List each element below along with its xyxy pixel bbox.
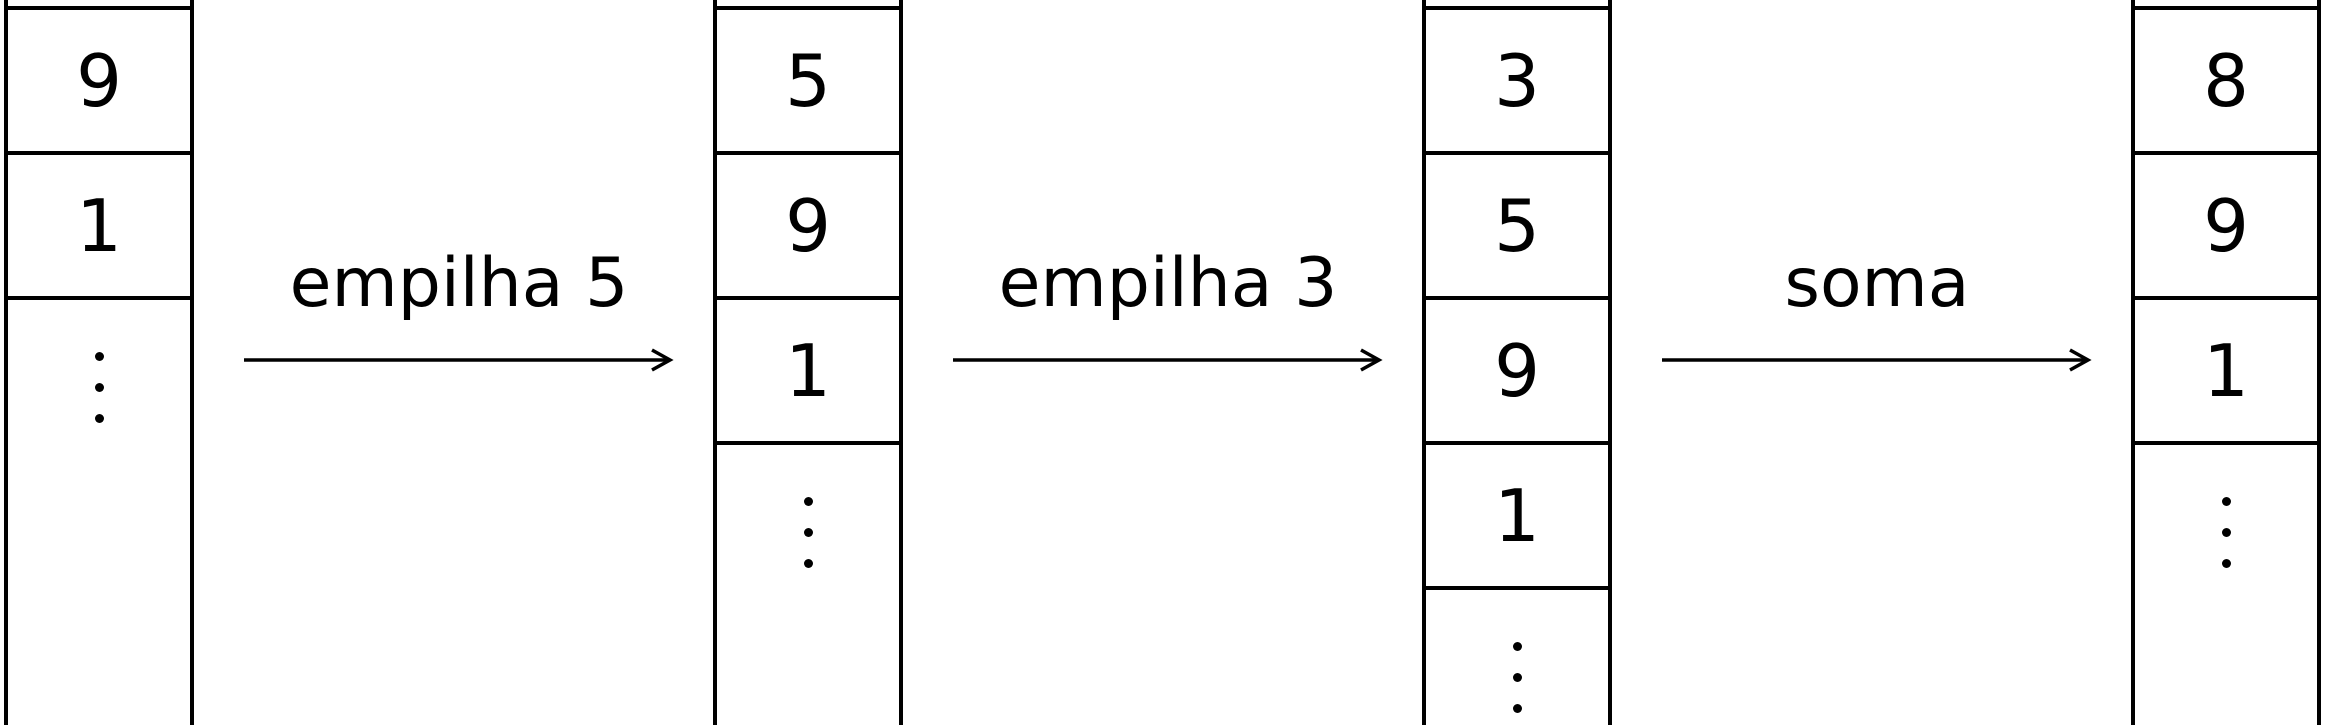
arrow-right-icon [1662, 348, 2092, 372]
stack-after-push-3: 3 5 9 1 [1422, 0, 1612, 725]
stack-cell: 3 [1426, 10, 1608, 155]
arrow-right-icon [953, 348, 1383, 372]
arrow-right-icon [244, 348, 674, 372]
operation-sum: soma [1662, 244, 2092, 372]
stack-cell: 1 [2135, 300, 2317, 445]
ellipsis-vertical-icon [1426, 590, 1608, 713]
stack-after-push-5: 5 9 1 [713, 0, 903, 725]
ellipsis-vertical-icon [8, 300, 190, 423]
stack-after-sum: 8 9 1 [2131, 0, 2321, 725]
stack-cell: 9 [1426, 300, 1608, 445]
stack-cell: 9 [717, 155, 899, 300]
ellipsis-vertical-icon [2135, 445, 2317, 568]
operation-push-5: empilha 5 [244, 244, 674, 372]
stack-cell: 9 [8, 10, 190, 155]
stack-cell: 1 [1426, 445, 1608, 590]
operation-label: soma [1784, 244, 1970, 323]
stack-cell: 1 [8, 155, 190, 300]
stack-cell: 1 [717, 300, 899, 445]
stack-initial: 9 1 [4, 0, 194, 725]
stack-cell: 5 [717, 10, 899, 155]
operation-push-3: empilha 3 [953, 244, 1383, 372]
ellipsis-vertical-icon [717, 445, 899, 568]
stack-cell: 9 [2135, 155, 2317, 300]
operation-label: empilha 3 [998, 244, 1338, 323]
operation-label: empilha 5 [289, 244, 629, 323]
stack-cell: 5 [1426, 155, 1608, 300]
stack-cell: 8 [2135, 10, 2317, 155]
